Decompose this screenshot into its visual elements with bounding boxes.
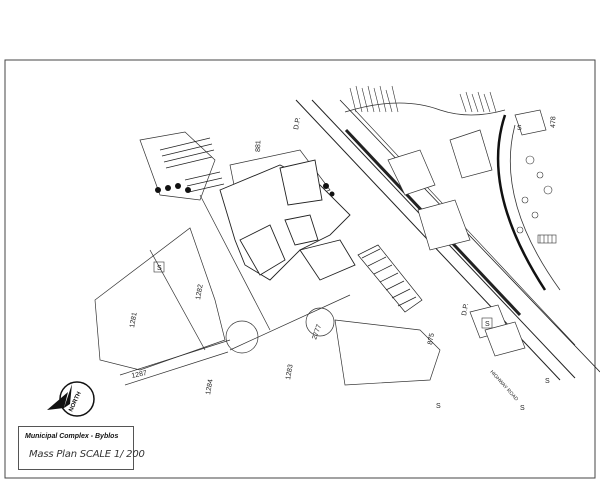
parcel-label-2777: 2777 [311,324,323,341]
curved-road-edge [509,124,561,291]
north-arrow: NORTH [47,381,95,417]
parcel-label-875: 875 [427,333,436,346]
plan-subtitle: Mass Plan SCALE 1/ 200 [29,449,145,460]
s-marker-5: S [545,378,550,385]
road-label-dp-mid: D.P. [461,303,470,317]
s-marker-4: S [520,405,525,412]
ramp-hatch [357,244,423,313]
parcel-label-881: 881 [255,140,262,152]
parcel-label-1283: 1283 [285,364,295,381]
drawing-frame [4,59,596,479]
curved-road [496,114,547,291]
parcel-label-478: 478 [550,116,557,128]
parcel-boundaries [94,131,441,386]
main-building [219,159,356,281]
s-marker-2: S [485,321,490,328]
road-label-dp-top: D.P. [293,117,302,131]
s-marker-1: S [157,265,162,272]
s-marker-3: S [436,403,441,410]
vegetation-hatch-top [344,85,506,116]
s-marker-6: S [517,125,522,132]
parcel-label-1281: 1281 [129,312,139,329]
parcel-label-1287: 1287 [131,370,148,380]
title-block: Municipal Complex - Byblos Mass Plan SCA… [18,426,145,470]
roadside-buildings [387,109,547,357]
s-marker-group: S S S S S S [153,125,550,412]
project-title: Municipal Complex - Byblos [25,433,119,440]
landscape-right [516,155,557,244]
stair-hatch-left [159,137,225,193]
parcel-label-1284: 1284 [205,379,215,396]
parcel-label-1282: 1282 [195,284,205,301]
road-label-name: HIGHWAY ROAD [489,369,520,402]
